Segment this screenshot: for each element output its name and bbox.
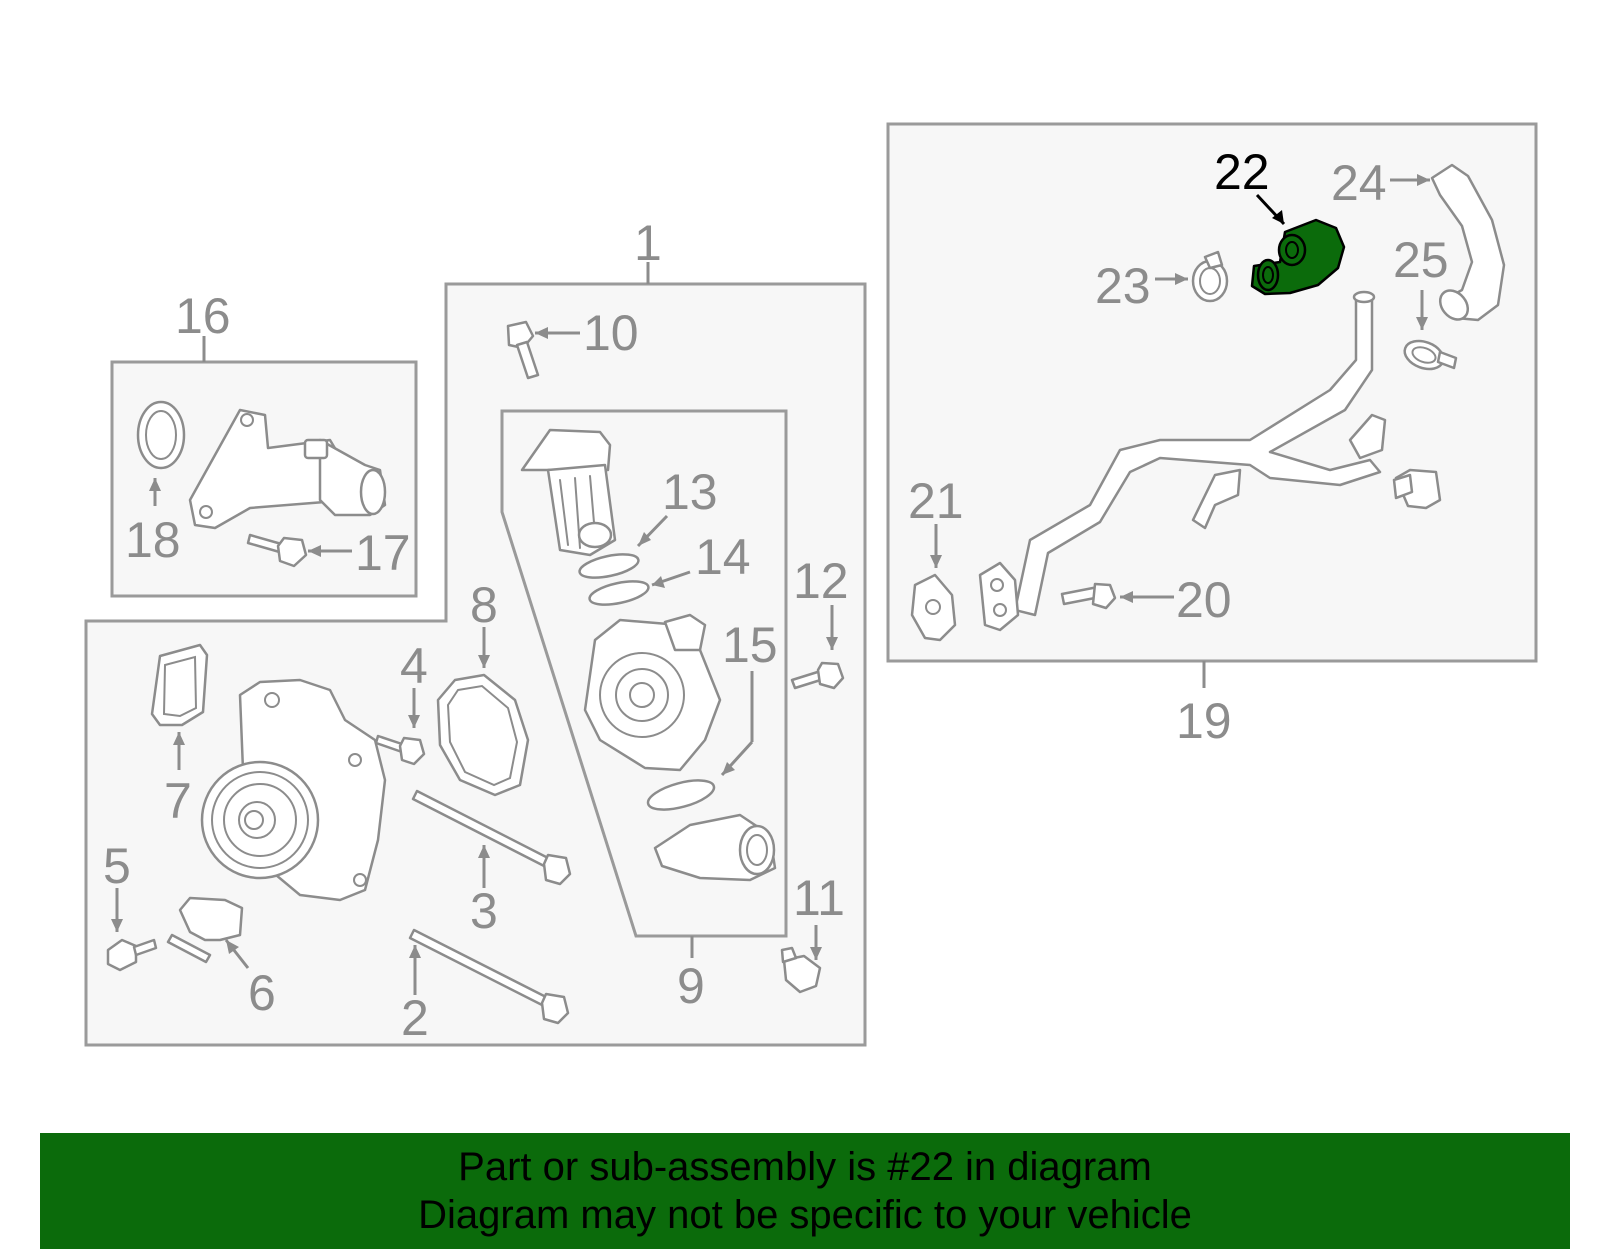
bolt-4	[374, 734, 426, 766]
callout-3: 3	[470, 883, 498, 939]
clamp-25	[1403, 339, 1458, 371]
callout-19: 19	[1176, 693, 1232, 749]
callout-2: 2	[401, 990, 429, 1046]
part-info-banner: Part or sub-assembly is #22 in diagram D…	[40, 1133, 1570, 1249]
callout-23: 23	[1095, 258, 1151, 314]
callout-7: 7	[164, 773, 192, 829]
callout-4: 4	[400, 638, 428, 694]
thermostat-housing-part	[136, 400, 387, 530]
arrowhead-22	[1272, 210, 1284, 224]
callout-5: 5	[103, 838, 131, 894]
callout-20: 20	[1176, 572, 1232, 628]
callout-15: 15	[722, 617, 778, 673]
callout-22: 22	[1214, 144, 1270, 200]
bolt-3	[411, 789, 572, 886]
callout-8: 8	[470, 577, 498, 633]
bolt-17	[246, 533, 308, 568]
bracket-6	[166, 896, 244, 964]
seal-15	[646, 779, 716, 811]
bolt-5	[106, 938, 158, 972]
thermostat-13	[520, 428, 617, 557]
callout-11: 11	[793, 870, 845, 926]
callout-16: 16	[175, 288, 231, 344]
hose-22-highlighted	[1250, 218, 1346, 296]
seal-14	[588, 580, 650, 606]
callout-10: 10	[583, 305, 639, 361]
gasket-21	[910, 573, 957, 642]
bolt-20	[1060, 582, 1117, 610]
bolt-11	[780, 946, 822, 994]
bolt-10	[506, 320, 540, 380]
thermostat-cover-part	[583, 613, 722, 772]
callout-24: 24	[1331, 155, 1387, 211]
water-pump-part	[200, 678, 387, 902]
callout-1: 1	[634, 215, 662, 271]
callout-13: 13	[662, 464, 718, 520]
callout-9: 9	[677, 958, 705, 1014]
banner-line-2: Diagram may not be specific to your vehi…	[418, 1193, 1192, 1237]
callout-17: 17	[355, 525, 411, 581]
banner-line-1: Part or sub-assembly is #22 in diagram	[458, 1145, 1152, 1189]
gasket-7	[150, 643, 209, 727]
callout-18: 18	[125, 512, 181, 568]
callout-25: 25	[1393, 232, 1449, 288]
callout-12: 12	[793, 553, 849, 609]
outlet-housing-part	[653, 813, 777, 882]
callout-21: 21	[908, 473, 964, 529]
connector-part	[1392, 468, 1442, 510]
clamp-23	[1191, 250, 1229, 303]
bolt-12	[790, 661, 845, 690]
leader-arrowheads	[111, 174, 1430, 960]
callout-6: 6	[248, 965, 276, 1021]
callout-14: 14	[695, 529, 751, 585]
coolant-pipe-part	[978, 290, 1387, 632]
hose-24	[1430, 163, 1506, 322]
gasket-8	[436, 673, 530, 797]
bolt-2	[408, 928, 570, 1025]
seal-13	[578, 553, 640, 579]
